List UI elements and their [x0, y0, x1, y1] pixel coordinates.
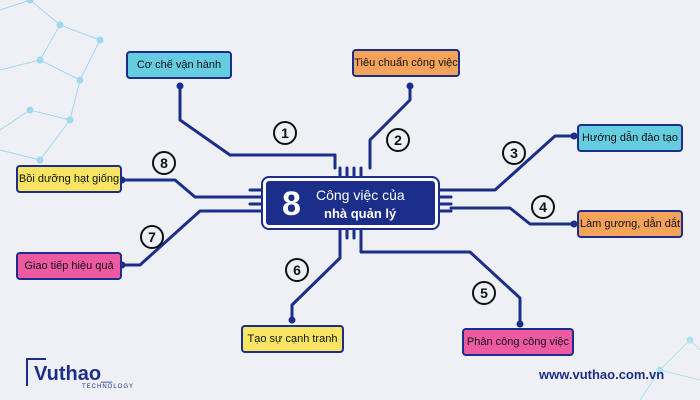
- step-badge-6: 6: [285, 258, 309, 282]
- step-badge-4: 4: [531, 195, 555, 219]
- step-badge-2: 2: [386, 128, 410, 152]
- wire-6: [290, 236, 342, 324]
- chip-pins-right: [437, 188, 453, 213]
- item-label-3: Hướng dẫn đào tạo: [582, 132, 678, 144]
- wire-1: [178, 82, 337, 170]
- vuthao-logo: Vuthao_ TECHNOLOGY: [26, 358, 133, 392]
- item-box-5: Phân công công việc: [462, 328, 574, 356]
- step-badge-1: 1: [273, 121, 297, 145]
- wire-5: [359, 236, 522, 328]
- item-label-6: Tạo sự cạnh tranh: [247, 333, 338, 345]
- item-label-8: Bồi dưỡng hạt giống: [18, 173, 120, 185]
- item-label-1: Cơ chế vận hành: [136, 59, 222, 71]
- logo-bracket-icon: [26, 358, 46, 386]
- chip-pins-top: [338, 166, 363, 180]
- step-badge-5: 5: [472, 281, 496, 305]
- wire-4: [449, 206, 578, 226]
- chip-pins-bottom: [338, 226, 363, 240]
- center-title-line1: Công việc của: [316, 187, 405, 203]
- chip-pins-left: [248, 188, 264, 213]
- item-box-3: Hướng dẫn đào tạo: [577, 124, 683, 152]
- wire-3: [449, 134, 578, 192]
- website-url: www.vuthao.com.vn: [539, 367, 665, 382]
- item-box-4: Làm gương, dẫn dắt: [577, 210, 683, 238]
- item-label-5: Phân công công việc: [466, 336, 570, 348]
- step-badge-8: 8: [152, 151, 176, 175]
- decorative-network-bottom-right: [639, 336, 700, 400]
- step-badge-7: 7: [140, 225, 164, 249]
- decorative-network-top-left: [0, 0, 104, 164]
- item-box-1: Cơ chế vận hành: [126, 51, 232, 79]
- item-label-7: Giao tiếp hiệu quả: [24, 260, 114, 272]
- wire-8: [118, 178, 252, 199]
- logo-subtitle: TECHNOLOGY: [82, 384, 135, 390]
- step-badge-3: 3: [502, 141, 526, 165]
- center-title-line2: nhà quản lý: [324, 206, 397, 221]
- item-box-2: Tiêu chuẩn công việc: [352, 49, 460, 77]
- item-label-4: Làm gương, dẫn dắt: [579, 218, 681, 230]
- item-box-8: Bồi dưỡng hạt giống: [16, 165, 122, 193]
- item-box-7: Giao tiếp hiệu quả: [16, 252, 122, 280]
- item-box-6: Tạo sự cạnh tranh: [241, 325, 344, 353]
- item-label-2: Tiêu chuẩn công việc: [354, 57, 458, 69]
- wire-7: [118, 209, 252, 267]
- center-number: 8: [282, 185, 301, 223]
- logo-text: Vuthao_: [34, 363, 113, 385]
- center-chip: 8 Công việc của nhà quản lý: [261, 176, 440, 230]
- wire-2: [368, 82, 412, 170]
